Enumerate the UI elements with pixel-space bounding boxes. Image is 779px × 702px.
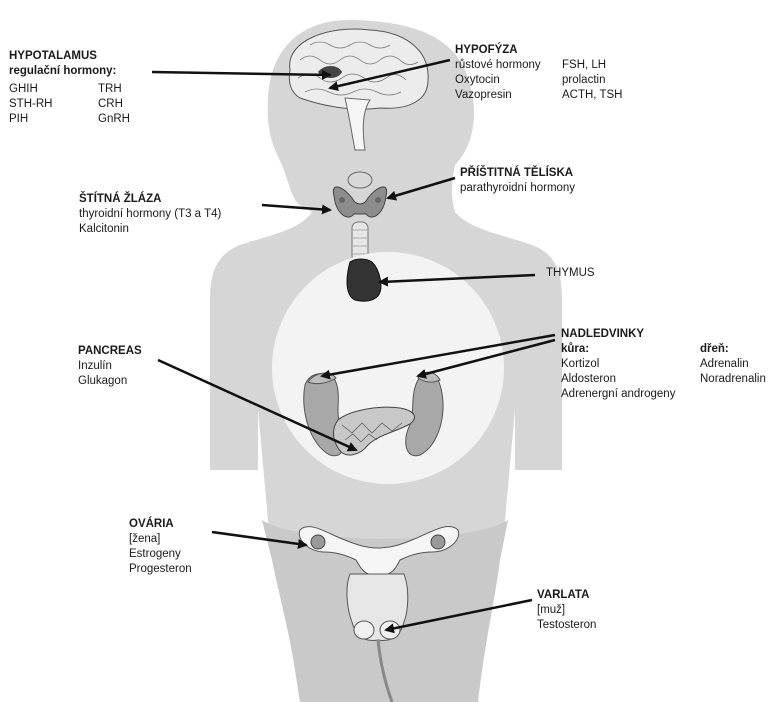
label-nadledvinky: NADLEDVINKY kůra: Kortizol Aldosteron Ad… <box>561 327 675 402</box>
nadledvinky-kura-title: kůra: <box>561 342 675 357</box>
nadledvinky-kura-hormone: Aldosteron <box>561 372 675 387</box>
label-stitna-zlaza: ŠTÍTNÁ ŽLÁZA thyroidní hormony (T3 a T4)… <box>79 192 221 237</box>
right-ovary <box>431 535 445 549</box>
label-ovaria: OVÁRIA [žena] Estrogeny Progesteron <box>129 517 192 577</box>
label-varlata: VARLATA [muž] Testosteron <box>537 588 596 633</box>
hypofyza-hormone: Oxytocin <box>455 73 541 88</box>
stitna-title: ŠTÍTNÁ ŽLÁZA <box>79 192 221 207</box>
pristitna-title: PŘÍŠTITNÁ TĚLÍSKA <box>460 166 575 181</box>
label-pristitna-teliska: PŘÍŠTITNÁ TĚLÍSKA parathyroidní hormony <box>460 166 575 196</box>
left-testis <box>354 621 374 639</box>
hypofyza-col2: FSH, LH prolactin ACTH, TSH <box>562 58 623 103</box>
hypofyza-hormone: růstové hormony <box>455 58 541 73</box>
varlata-hormone: Testosteron <box>537 618 596 633</box>
nadledvinky-dren-hormone: Adrenalin <box>700 357 766 372</box>
hypotalamus-hormone: STH-RH <box>9 97 52 112</box>
left-ovary <box>311 535 325 549</box>
nadledvinky-title: NADLEDVINKY <box>561 327 675 342</box>
pancreas-title: PANCREAS <box>78 344 142 359</box>
hypofyza-hormone: Vazopresin <box>455 88 541 103</box>
stitna-hormone: Kalcitonin <box>79 222 221 237</box>
hypotalamus-col1: GHIH STH-RH PIH <box>9 82 52 127</box>
pancreas-hormone: Inzulín <box>78 359 142 374</box>
varlata-title: VARLATA <box>537 588 596 603</box>
hypotalamus-hormone: GHIH <box>9 82 52 97</box>
hypotalamus-hormone: CRH <box>98 97 130 112</box>
nadledvinky-dren-hormone: Noradrenalin <box>700 372 766 387</box>
label-hypotalamus: HYPOTALAMUS regulační hormony: <box>9 49 116 79</box>
label-hypofyza: HYPOFÝZA růstové hormony Oxytocin Vazopr… <box>455 43 541 103</box>
varlata-note: [muž] <box>537 603 596 618</box>
ovaria-note: [žena] <box>129 532 192 547</box>
hypofyza-hormone: FSH, LH <box>562 58 623 73</box>
hypotalamus-hormone: TRH <box>98 82 130 97</box>
nadledvinky-dren-title: dřeň: <box>700 342 766 357</box>
nadledvinky-kura-hormone: Adrenergní androgeny <box>561 387 675 402</box>
hypotalamus-subtitle: regulační hormony: <box>9 64 116 79</box>
torso-highlight <box>272 252 504 484</box>
stitna-hormone: thyroidní hormony (T3 a T4) <box>79 207 221 222</box>
hypofyza-hormone: ACTH, TSH <box>562 88 623 103</box>
hypofyza-hormone: prolactin <box>562 73 623 88</box>
hypotalamus-hormone: GnRH <box>98 112 130 127</box>
ovaria-hormone: Estrogeny <box>129 547 192 562</box>
label-pancreas: PANCREAS Inzulín Glukagon <box>78 344 142 389</box>
hypotalamus-hormone: PIH <box>9 112 52 127</box>
ovaria-hormone: Progesteron <box>129 562 192 577</box>
ovaria-title: OVÁRIA <box>129 517 192 532</box>
hypotalamus-col2: TRH CRH GnRH <box>98 82 130 127</box>
nadledvinky-dren: dřeň: Adrenalin Noradrenalin <box>700 342 766 387</box>
thymus-title: THYMUS <box>546 266 595 281</box>
label-thymus: THYMUS <box>546 266 595 281</box>
pancreas-hormone: Glukagon <box>78 374 142 389</box>
pristitna-hormone: parathyroidní hormony <box>460 181 575 196</box>
hypofyza-title: HYPOFÝZA <box>455 43 541 58</box>
nadledvinky-kura-hormone: Kortizol <box>561 357 675 372</box>
hypotalamus-title: HYPOTALAMUS <box>9 49 116 64</box>
